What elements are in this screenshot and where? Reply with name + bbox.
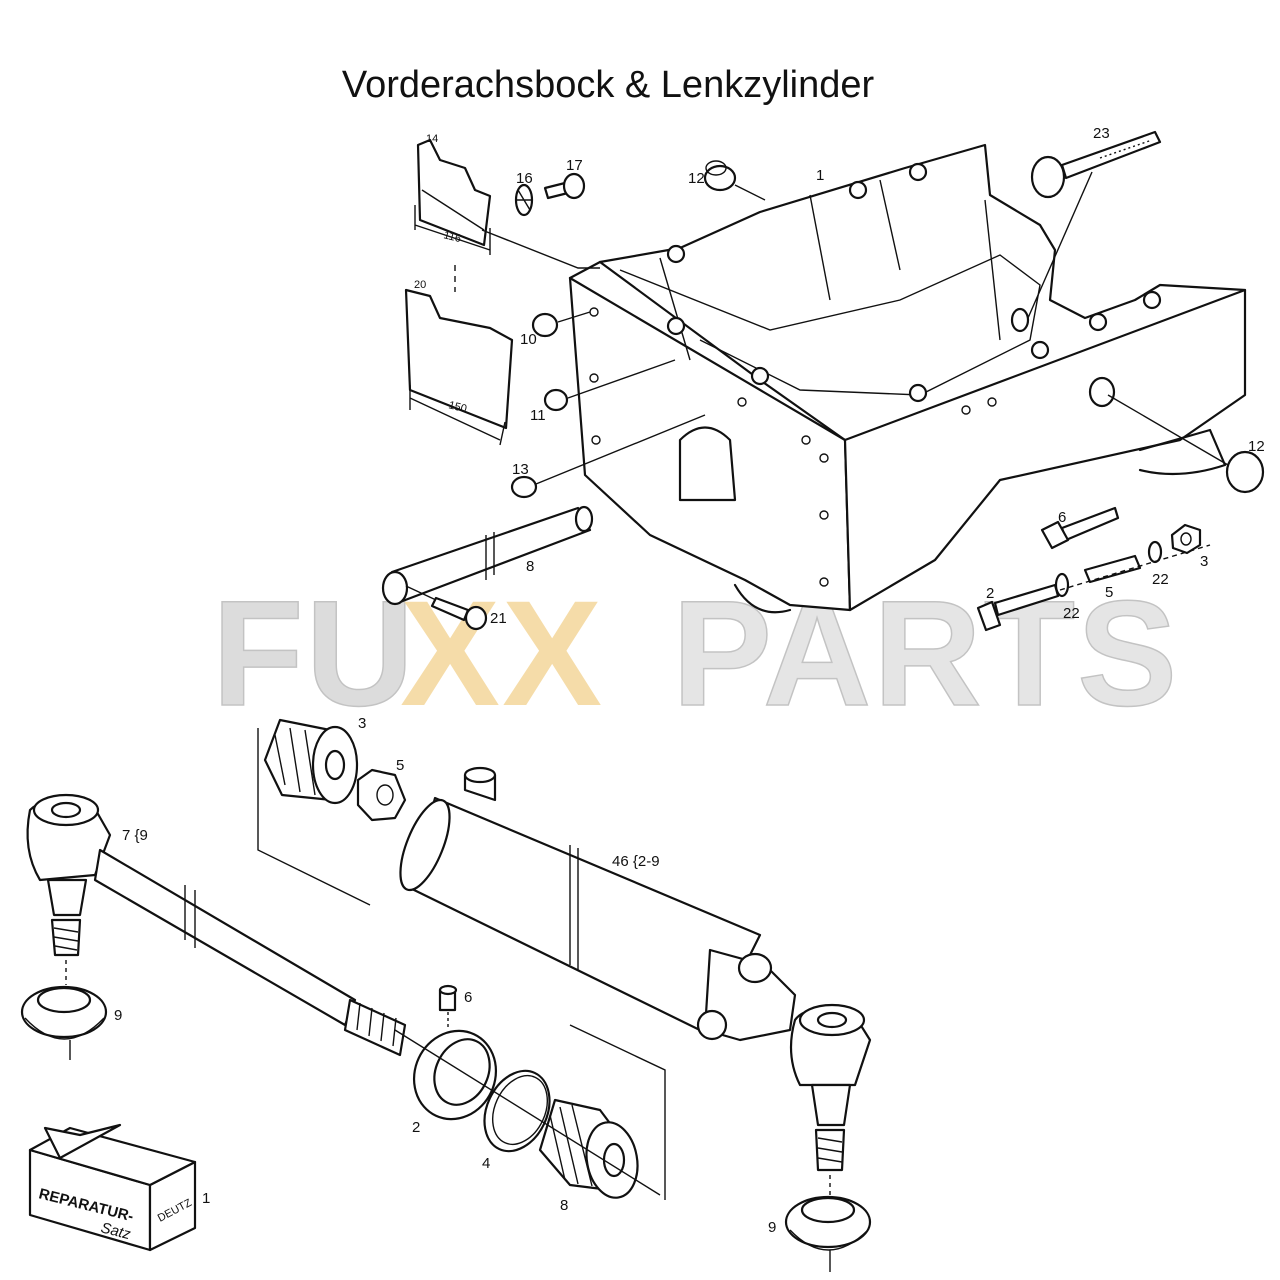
bracket-bosses <box>666 162 1162 403</box>
seal-3 <box>263 718 359 805</box>
bolt-23 <box>1027 130 1162 319</box>
label-12-top: 12 <box>688 170 705 187</box>
watermark: FU XX PARTS <box>211 568 1179 738</box>
label-4: 4 <box>482 1155 490 1172</box>
label-21: 21 <box>490 610 507 627</box>
watermark-xx: XX <box>400 569 604 737</box>
bolt-21 <box>405 585 488 631</box>
plate-14 <box>414 138 600 269</box>
label-2-top: 2 <box>986 585 994 602</box>
plug-13 <box>510 414 706 499</box>
plug-12-top <box>703 160 766 201</box>
label-3-bottom: 3 <box>358 715 366 732</box>
bracket-ribs <box>659 179 1001 361</box>
watermark-parts: PARTS <box>672 569 1179 737</box>
plug-12-right <box>1107 394 1265 494</box>
label-5-bottom: 5 <box>396 757 404 774</box>
label-9-left: 9 <box>114 1007 122 1024</box>
bracket-cavity <box>619 254 1041 396</box>
label-5-top: 5 <box>1105 584 1113 601</box>
washer-22a <box>1147 540 1163 564</box>
dust-boot-9-left <box>20 960 108 1060</box>
plug-10 <box>531 311 591 338</box>
label-7-9: 7 {9 <box>122 827 148 844</box>
bracket-front-arch <box>678 426 737 502</box>
label-17: 17 <box>566 157 583 174</box>
label-150: 150 <box>447 399 468 415</box>
bracket-bore <box>1010 307 1030 333</box>
label-2-bottom: 2 <box>412 1119 420 1136</box>
label-1-kit: 1 <box>202 1190 210 1207</box>
washer-16 <box>514 183 534 217</box>
label-12-right: 12 <box>1248 438 1265 455</box>
plate-20 <box>404 265 514 446</box>
bolt-6 <box>1040 506 1120 550</box>
label-13: 13 <box>512 461 529 478</box>
label-20: 20 <box>414 279 426 291</box>
label-23: 23 <box>1093 125 1110 142</box>
sleeve-5 <box>1083 554 1142 584</box>
tie-rod-end-left <box>26 793 112 957</box>
label-9-right: 9 <box>768 1219 776 1236</box>
steering-cylinder-46 <box>399 766 797 1042</box>
tie-rod-end-right <box>789 1003 872 1172</box>
bolt-17 <box>543 172 586 200</box>
label-46: 46 {2-9 <box>612 853 660 870</box>
page-title: Vorderachsbock & Lenkzylinder <box>341 64 875 106</box>
label-8-bottom: 8 <box>560 1197 568 1214</box>
label-11: 11 <box>530 407 546 424</box>
repair-kit-text-2: Satz <box>99 1219 133 1243</box>
bracket-top-rim <box>568 143 1247 320</box>
axle-bracket <box>568 143 1247 614</box>
repair-kit-box: REPARATUR- Satz DEUTZ <box>28 1123 197 1252</box>
label-1: 1 <box>816 167 824 184</box>
label-14: 14 <box>426 133 438 145</box>
part-labels: 14 16 17 12 1 23 116 20 150 10 11 13 12 … <box>114 125 1265 1236</box>
bracket-front-holes <box>589 307 997 587</box>
label-22-left: 22 <box>1063 605 1080 622</box>
piston-rod <box>93 848 407 1057</box>
label-6-top: 6 <box>1058 509 1066 526</box>
nut-5 <box>356 768 407 822</box>
bracket-line-3-5 <box>257 728 371 906</box>
bracket-pivot <box>733 583 792 614</box>
label-116: 116 <box>442 229 462 245</box>
dust-boot-9-right <box>784 1175 872 1272</box>
label-6-bottom: 6 <box>464 989 472 1006</box>
label-10: 10 <box>520 331 537 348</box>
label-3-top: 3 <box>1200 553 1208 570</box>
plug-11 <box>543 359 676 412</box>
plate-14-leader <box>481 229 600 269</box>
nut-3 <box>1170 523 1202 555</box>
pin-8 <box>381 505 594 606</box>
label-16: 16 <box>516 170 533 187</box>
bolt-2 <box>976 544 1211 632</box>
bracket-line-8 <box>569 1024 666 1200</box>
piston-8 <box>538 1098 639 1199</box>
bracket-rear-lug <box>1138 428 1227 476</box>
watermark-fu: FU <box>212 569 416 737</box>
grub-screw-6 <box>438 984 458 1030</box>
bracket-side-hole <box>1088 376 1116 408</box>
center-axis <box>394 1029 661 1196</box>
label-22-right: 22 <box>1152 571 1169 588</box>
label-8-top: 8 <box>526 558 534 575</box>
bracket-side-wall <box>843 288 1247 612</box>
